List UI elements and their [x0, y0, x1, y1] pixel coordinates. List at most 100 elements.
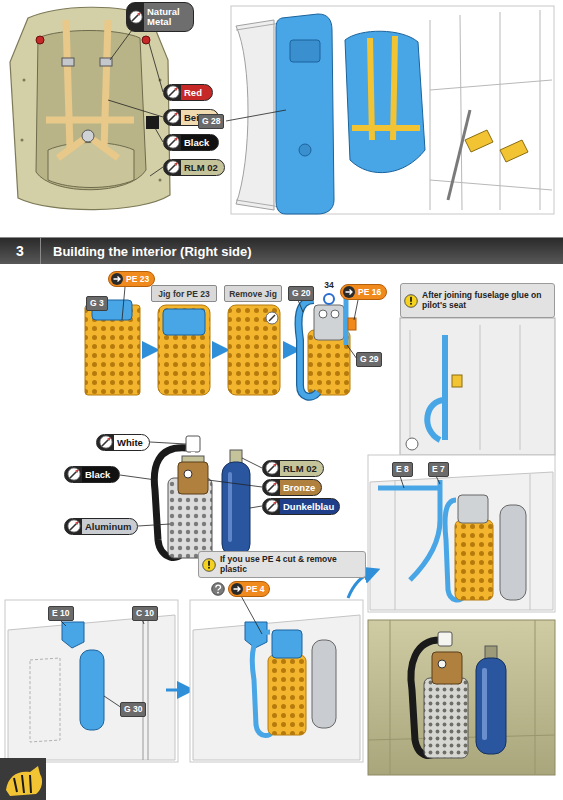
callout-number: 34 — [321, 280, 337, 291]
paint-leaders — [108, 30, 163, 176]
pilot-seat — [345, 31, 425, 172]
pe-icon — [342, 285, 356, 299]
note-box: If you use PE 4 cut & remove plastic — [198, 551, 366, 578]
warn-icon — [202, 558, 216, 572]
brush-handle — [132, 15, 138, 21]
step-number: 3 — [0, 238, 41, 264]
frame-line — [430, 10, 552, 210]
bottle-g30 — [80, 650, 104, 730]
part-callout: E 10 — [48, 606, 74, 621]
rivet — [159, 179, 162, 182]
bottle — [312, 640, 336, 728]
regulator-dial — [319, 310, 327, 318]
paint-callout: RLM 02 — [163, 159, 225, 176]
pe-basket — [228, 305, 280, 395]
label-text: Dunkelblau — [283, 501, 334, 512]
brush-handle — [169, 115, 175, 121]
paint-icon — [406, 438, 418, 450]
paint-icon — [166, 85, 180, 99]
icon-disc — [111, 273, 123, 285]
step-arrow — [143, 349, 151, 352]
label-text: If you use PE 4 cut & remove plastic — [220, 555, 361, 575]
brush-tip — [174, 87, 177, 90]
part-number: G 28 — [202, 116, 220, 126]
pe-icon — [230, 582, 244, 596]
harness-strap — [104, 20, 108, 150]
bracket — [452, 375, 462, 387]
bulkhead-hole — [299, 144, 311, 156]
pe-arrow — [234, 587, 241, 592]
regulator — [458, 495, 488, 523]
brush-handle — [169, 90, 175, 96]
step-label: Remove Jig — [224, 285, 282, 302]
label-text: White — [117, 437, 143, 448]
paint-callout: Dunkelblau — [262, 498, 340, 515]
icon-disc — [167, 161, 179, 173]
control-stick — [448, 110, 470, 200]
leader-line — [110, 30, 132, 60]
icon-disc — [212, 583, 225, 596]
seat-back-illustration — [10, 7, 170, 209]
frame-line — [395, 474, 530, 610]
paint-icon — [67, 467, 81, 481]
wall-cutout — [30, 658, 60, 742]
paint-callout: White — [96, 434, 150, 451]
paint-leaders — [120, 442, 262, 526]
part-number: E 10 — [52, 608, 70, 618]
red-knob — [36, 36, 44, 44]
regulator — [314, 305, 344, 340]
icon-disc — [405, 295, 418, 308]
pe-clip — [348, 318, 356, 330]
painted-regulator — [154, 436, 250, 558]
part-number: G 29 — [360, 354, 378, 364]
icon-disc — [266, 500, 278, 512]
valve — [438, 632, 452, 646]
part-number: PE 16 — [358, 287, 381, 297]
inset-frame — [400, 318, 555, 455]
brush-tip — [174, 112, 177, 115]
photo-result — [368, 620, 555, 775]
tiger-logo — [0, 758, 46, 800]
icon-disc — [266, 481, 278, 493]
jig — [163, 309, 205, 335]
icon-disc — [203, 559, 216, 572]
brush-handle — [102, 440, 108, 446]
photo-frame — [368, 620, 555, 775]
brush-tip — [174, 137, 177, 140]
fuselage-wall — [370, 472, 553, 610]
leader-line — [242, 458, 262, 468]
brush-tip — [273, 501, 276, 504]
part-number: G 20 — [292, 288, 310, 298]
bulkhead-g28 — [276, 14, 334, 214]
label-text: Jig for PE 23 — [158, 289, 210, 299]
section-title: Building the interior (Right side) — [41, 244, 252, 259]
part-callout: E 7 — [428, 462, 449, 477]
leader-line — [60, 619, 144, 708]
harness-strap — [46, 117, 134, 124]
warn-icon — [404, 294, 418, 308]
basket — [424, 678, 468, 758]
paint-icon — [166, 110, 180, 124]
regulator — [272, 630, 302, 658]
tiger-stripe — [14, 775, 31, 793]
paint-icon — [269, 315, 275, 321]
paint-icon — [265, 480, 279, 494]
part-callout: G 30 — [120, 702, 146, 717]
leader-line — [149, 43, 163, 92]
fuselage-step-1 — [5, 600, 178, 762]
label-text: Aluminum — [85, 521, 131, 532]
frame — [5, 600, 178, 762]
leader-line — [250, 506, 262, 508]
brush-handle — [268, 466, 274, 472]
rod-c10 — [143, 620, 148, 760]
photo-etch-tag: PE 23 — [108, 271, 155, 287]
paint-callout: Bronze — [262, 479, 322, 496]
ring-icon — [322, 292, 336, 306]
leader-line — [150, 167, 163, 176]
exclamation-dot — [208, 567, 210, 569]
icon-disc — [343, 286, 355, 298]
leader-line — [240, 594, 262, 634]
step-arrow — [213, 349, 221, 352]
hose — [427, 335, 445, 440]
frame-line — [368, 620, 555, 775]
